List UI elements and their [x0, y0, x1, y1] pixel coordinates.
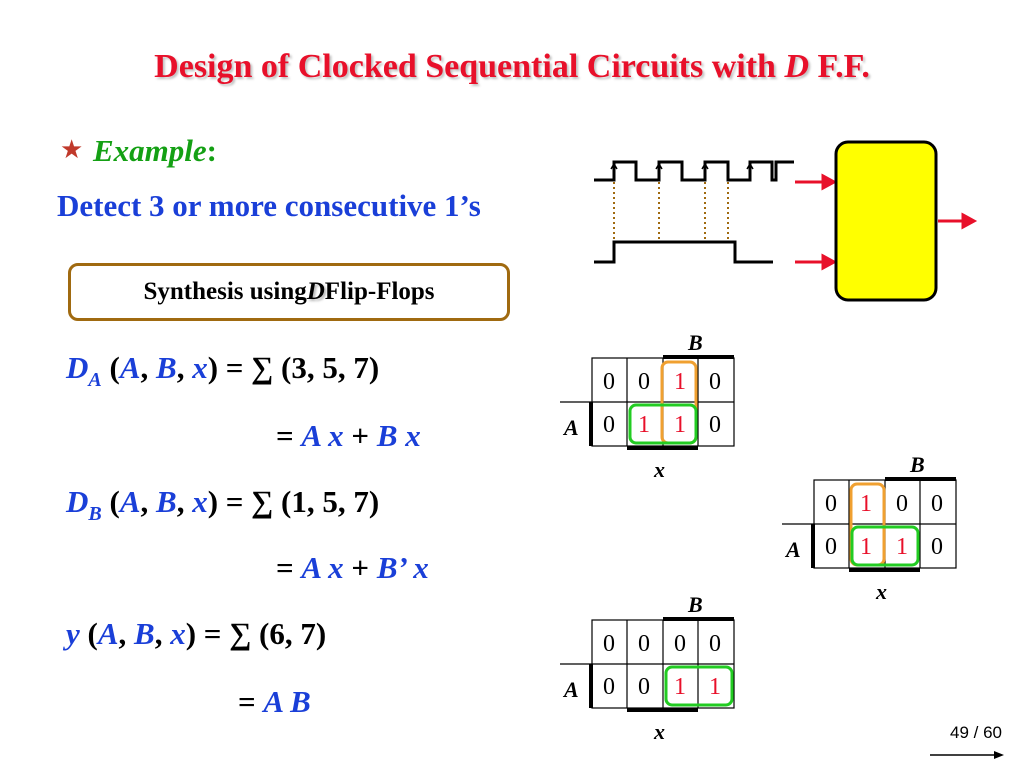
equation-y-simplified: = A B [238, 684, 311, 719]
kmap-cell: 0 [896, 491, 908, 517]
kmap-cell: 0 [638, 631, 650, 657]
kmap-cell: 0 [638, 369, 650, 395]
kmap-label-x: x [876, 579, 887, 604]
equation-db: DB (A, B, x) = ∑ (1, 5, 7) [66, 484, 380, 525]
star-icon: ★ [60, 135, 84, 164]
kmap-cell: 0 [825, 534, 837, 560]
kmap-label-b: B [688, 592, 703, 617]
kmap-cell: 1 [860, 491, 872, 517]
clock-waveform [594, 160, 794, 182]
kmap-cell: 0 [709, 631, 721, 657]
kmap-cell: 0 [638, 674, 650, 700]
equation-da-simplified: = A x + B x [276, 418, 421, 453]
next-arrow-icon[interactable] [928, 748, 1008, 762]
kmap-cell: 0 [931, 534, 943, 560]
sequential-circuit-block [834, 140, 938, 302]
kmap-label-a: A [564, 677, 579, 702]
kmap-cell: 0 [931, 491, 943, 517]
kmap-cell: 1 [896, 534, 908, 560]
kmap-cell: 0 [603, 369, 615, 395]
equation-y: y (A, B, x) = ∑ (6, 7) [66, 616, 327, 651]
kmap-label-a: A [564, 415, 579, 440]
problem-statement: Detect 3 or more consecutive 1’s [57, 188, 481, 223]
kmap-da: B A x 0 0 1 0 0 1 1 0 [560, 330, 740, 483]
kmap-cell: 0 [603, 631, 615, 657]
kmap-label-x: x [654, 719, 665, 744]
kmap-cell: 1 [674, 674, 686, 700]
equation-db-simplified: = A x + B’ x [276, 550, 429, 585]
kmap-cell: 0 [603, 674, 615, 700]
kmap-label-x: x [654, 457, 665, 482]
kmap-label-b: B [910, 452, 925, 477]
kmap-cell: 1 [709, 674, 721, 700]
input-waveform [594, 240, 773, 264]
kmap-cell: 0 [709, 369, 721, 395]
page-number: 49 / 60 [950, 723, 1002, 742]
kmap-cell: 1 [674, 412, 686, 438]
kmap-cell: 1 [674, 369, 686, 395]
equation-da: DA (A, B, x) = ∑ (3, 5, 7) [66, 350, 380, 391]
kmap-cell: 0 [674, 631, 686, 657]
kmap-cell: 0 [825, 491, 837, 517]
timing-guides [613, 182, 729, 240]
kmap-cell: 0 [709, 412, 721, 438]
kmap-y: B A x 0 0 0 0 0 0 1 1 [560, 592, 740, 745]
kmap-db: B A x 0 1 0 0 0 1 1 0 [782, 452, 962, 605]
timing-diagram [594, 140, 978, 302]
clock-edge-arrows [610, 162, 754, 170]
kmap-cell: 1 [638, 412, 650, 438]
slide-title: Design of Clocked Sequential Circuits wi… [154, 48, 870, 85]
kmap-label-b: B [688, 330, 703, 355]
example-label: Example: [93, 133, 217, 168]
synthesis-box: Synthesis using D Flip-Flops [68, 263, 510, 321]
kmap-cell: 1 [860, 534, 872, 560]
kmap-cell: 0 [603, 412, 615, 438]
kmap-label-a: A [786, 537, 801, 562]
block-input-arrows [795, 173, 978, 271]
